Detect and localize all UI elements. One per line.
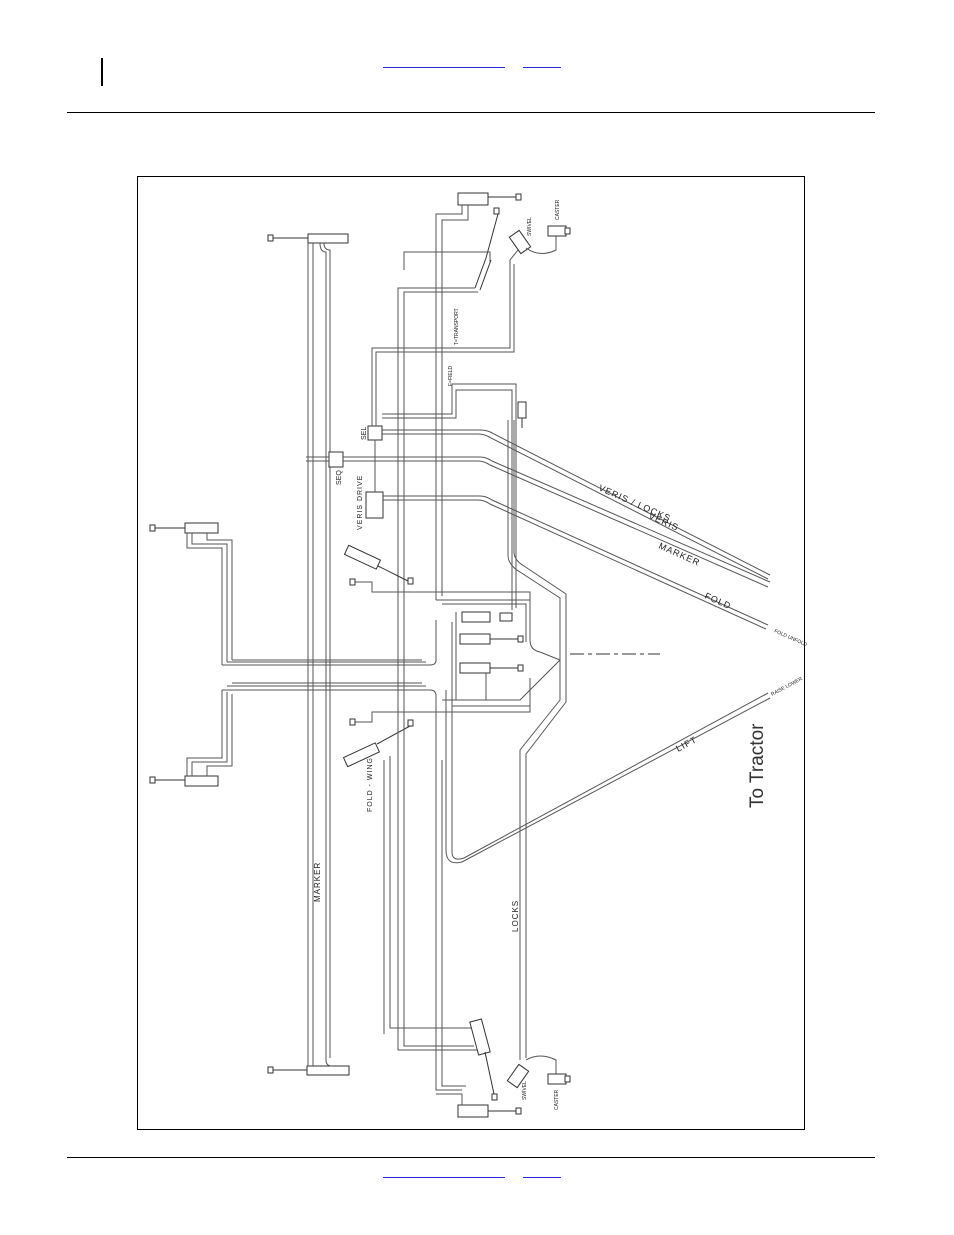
footer-link-page[interactable] [523,1177,561,1178]
marker-hoses [308,243,332,1066]
footer-link-section[interactable] [383,1177,505,1178]
label-marker-vertical: MARKER [313,862,322,902]
label-marker: MARKER [657,541,702,568]
label-locks: LOCKS [511,900,520,932]
center-cylinder-bank [436,600,540,706]
lift-hoses [442,660,770,863]
label-caster-bottom: CASTER [554,1089,560,1110]
marker-cylinder-top [268,234,348,243]
fold-cylinder-lower [150,690,232,786]
label-swivel-bottom: SWIVEL [522,1081,528,1100]
fold-cylinder-upper [150,523,232,665]
label-field: F=FIELD [448,365,454,386]
swivel-top [509,226,570,254]
transport-cylinder-bottom [436,1094,521,1117]
label-fold: FOLD [703,591,733,612]
swivel-bottom [507,1056,570,1088]
label-caster-top: CASTER [555,199,561,220]
label-to-tractor: To Tractor [747,723,768,808]
label-transport: T=TRANSPORT [454,308,460,345]
lift-cylinder-bottom [470,1019,497,1100]
label-seq: SEQ [336,470,343,485]
label-swivel-top: SWIVEL [527,217,533,236]
label-raise-lower: RAISE LOWER [770,676,804,698]
pressure-line-vertical [384,616,480,1090]
fold-wing-cylinder-lower [343,698,530,767]
label-sel: SEL [361,427,368,440]
marker-cylinder-bottom [268,1066,349,1075]
label-fold-unfold: FOLD UNFOLD [773,628,808,648]
fold-wing-cylinder-upper [344,545,530,605]
footer-rule [67,1157,875,1158]
cylinder-right-mid [518,402,526,428]
label-veris-drive: VERIS DRIVE [357,475,364,530]
label-fold-wing: FOLD - WING [367,757,374,812]
